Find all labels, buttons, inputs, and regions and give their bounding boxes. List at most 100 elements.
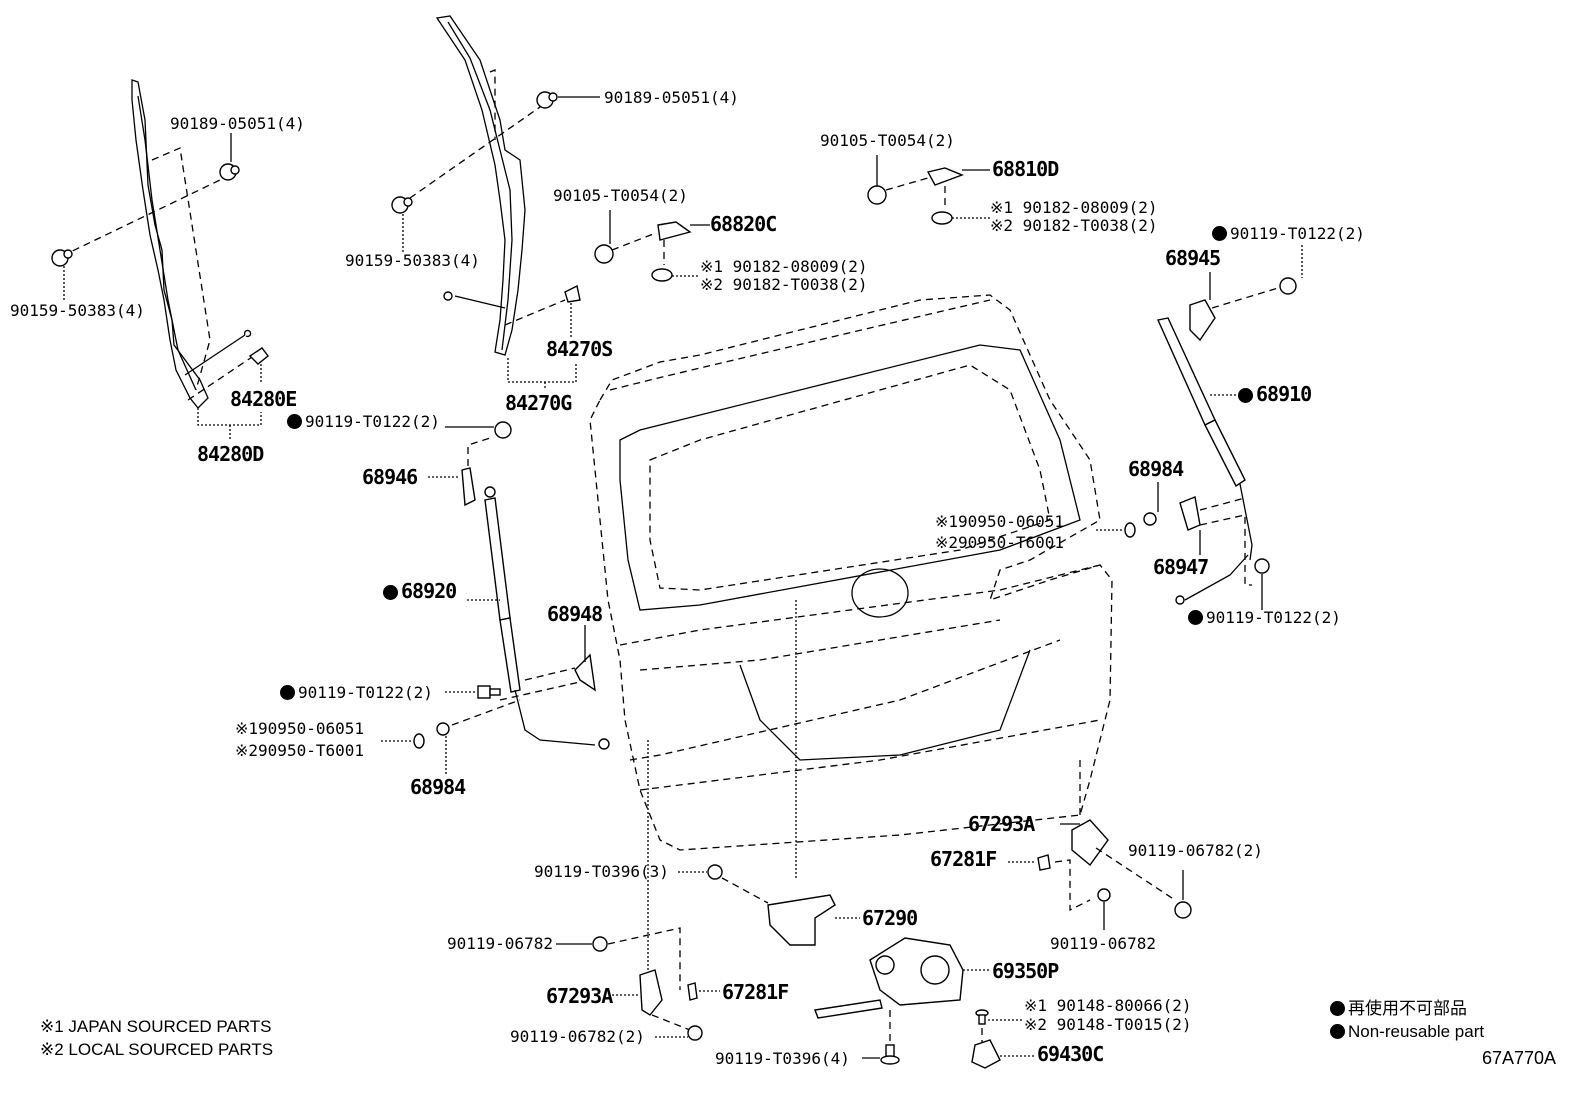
label-90119-T0122-rb: 90119-T0122(2)	[1188, 609, 1341, 627]
label-67290: 67290	[862, 906, 918, 930]
label-text: 90119-T0122(2)	[1206, 608, 1341, 627]
clip-68984-l	[436, 722, 450, 736]
label-90119-T0396-4: 90119-T0396(4)	[715, 1049, 850, 1068]
bolt-90119-T0122-lt	[494, 421, 512, 439]
non-reusable-marker-icon	[383, 585, 398, 600]
label-90119-T0122-tr: 90119-T0122(2)	[1212, 225, 1365, 243]
legend-non-reusable-en: Non-reusable part	[1330, 1021, 1484, 1043]
non-reusable-marker-icon	[1238, 388, 1253, 403]
bolt-90119-T0396-4	[880, 1044, 900, 1065]
label-90159-50383-mid: 90159-50383(4)	[345, 251, 480, 270]
label-84280D: 84280D	[197, 442, 264, 466]
bolt-90119-T0122-tr	[1279, 277, 1297, 295]
label-84270G: 84270G	[505, 391, 572, 415]
bolt-90189-left	[219, 163, 240, 181]
label-90182-T0038-b: ※2 90182-T0038(2)	[990, 216, 1158, 235]
label-90182-T0038-a: ※2 90182-T0038(2)	[700, 275, 868, 294]
cap-90950-l	[413, 733, 425, 749]
non-reusable-marker-icon	[1212, 226, 1227, 241]
bolt-90119-06782-2-r	[1174, 901, 1192, 919]
label-90119-06782-right: 90119-06782	[1050, 934, 1156, 953]
label-67281F-left: 67281F	[722, 980, 789, 1004]
lock-67290	[767, 894, 860, 946]
bolt-90119-06782-r	[1097, 888, 1111, 902]
clip-90159-mid	[391, 196, 413, 214]
label-67281F-right: 67281F	[930, 847, 997, 871]
diagram-code: 67A770A	[1482, 1048, 1557, 1068]
bracket-68945	[1189, 299, 1216, 342]
label-90189-05051-left: 90189-05051(4)	[170, 114, 305, 133]
label-90119-T0122-lt: 90119-T0122(2)	[287, 413, 440, 431]
label-90148-80066: ※1 90148-80066(2)	[1024, 996, 1192, 1015]
label-text: 68910	[1256, 382, 1312, 406]
gas-stay-68920	[467, 486, 610, 750]
sensor-68810D	[867, 155, 990, 225]
label-90950-T6001-right: ※290950-T6001	[935, 533, 1064, 552]
legend-text-jp: 再使用不可部品	[1348, 999, 1467, 1018]
clip-84270S	[564, 284, 581, 303]
bracket-68947	[1179, 496, 1201, 531]
bolt-90119-06782-2-l	[687, 1025, 703, 1041]
bolt-90119-T0122-lb	[477, 685, 501, 699]
non-reusable-marker-icon	[1330, 1024, 1345, 1039]
label-90182-08009-a: ※1 90182-08009(2)	[700, 257, 868, 276]
pillar-garnish-mid	[399, 15, 566, 356]
label-text: 90119-T0122(2)	[305, 412, 440, 431]
label-90119-06782-left: 90119-06782	[447, 934, 553, 953]
clip-68984-r	[1143, 512, 1157, 526]
label-90950-06051-left: ※190950-06051	[235, 719, 364, 738]
label-68984-left: 68984	[410, 775, 466, 799]
striker-67293A-l	[639, 969, 663, 1016]
label-69430C: 69430C	[1037, 1042, 1104, 1066]
label-90189-05051-mid: 90189-05051(4)	[604, 88, 739, 107]
screw-90148	[975, 1009, 989, 1025]
shim-67281F-l	[687, 982, 698, 1001]
non-reusable-marker-icon	[1188, 610, 1203, 625]
label-90105-T0054-b: 90105-T0054(2)	[820, 131, 955, 150]
label-90119-06782-2-right: 90119-06782(2)	[1128, 841, 1263, 860]
label-68948: 68948	[547, 602, 603, 626]
label-68947: 68947	[1153, 555, 1209, 579]
pillar-garnish-left	[61, 79, 256, 409]
legend-non-reusable-jp: 再使用不可部品	[1330, 998, 1467, 1020]
bolt-90119-06782-l	[592, 936, 608, 952]
label-67293A-right: 67293A	[968, 812, 1035, 836]
label-69350P: 69350P	[992, 959, 1059, 983]
label-text: 68920	[401, 579, 457, 603]
label-68984-right: 68984	[1128, 457, 1184, 481]
bolt-90119-T0122-rb	[1254, 558, 1270, 574]
label-68920: 68920	[383, 579, 457, 603]
legend-text-en: Non-reusable part	[1348, 1022, 1485, 1041]
label-90159-50383-left: 90159-50383(4)	[10, 301, 145, 320]
bracket-69430C	[971, 1039, 1001, 1069]
non-reusable-marker-icon	[1330, 1001, 1345, 1016]
power-closer-69350P	[814, 937, 990, 1045]
label-90182-08009-b: ※1 90182-08009(2)	[990, 198, 1158, 217]
label-90119-T0122-lb: 90119-T0122(2)	[280, 684, 433, 702]
footnote-local-sourced: ※2 LOCAL SOURCED PARTS	[40, 1040, 274, 1059]
non-reusable-marker-icon	[280, 685, 295, 700]
footnote-japan-sourced: ※1 JAPAN SOURCED PARTS	[40, 1017, 272, 1036]
bolt-90189-mid	[536, 91, 558, 109]
label-84270S: 84270S	[546, 337, 613, 361]
label-68945: 68945	[1165, 246, 1221, 270]
label-68946: 68946	[362, 465, 418, 489]
bolt-90119-T0396-3	[707, 864, 723, 880]
cap-90950-r	[1124, 522, 1136, 538]
sensor-68820C	[594, 210, 710, 282]
label-68810D: 68810D	[992, 157, 1059, 181]
label-68820C: 68820C	[710, 212, 777, 236]
bracket-68946	[461, 467, 476, 507]
label-84280E: 84280E	[230, 387, 297, 411]
label-90119-T0396-3: 90119-T0396(3)	[534, 862, 669, 881]
label-90105-T0054-a: 90105-T0054(2)	[553, 186, 688, 205]
striker-67293A-r	[1071, 819, 1109, 867]
label-90950-06051-right: ※190950-06051	[935, 512, 1064, 531]
non-reusable-marker-icon	[287, 414, 302, 429]
label-text: 90119-T0122(2)	[298, 683, 433, 702]
gas-stay-68910	[1157, 317, 1253, 605]
clip-90159-left	[51, 249, 73, 267]
label-90950-T6001-left: ※290950-T6001	[235, 741, 364, 760]
